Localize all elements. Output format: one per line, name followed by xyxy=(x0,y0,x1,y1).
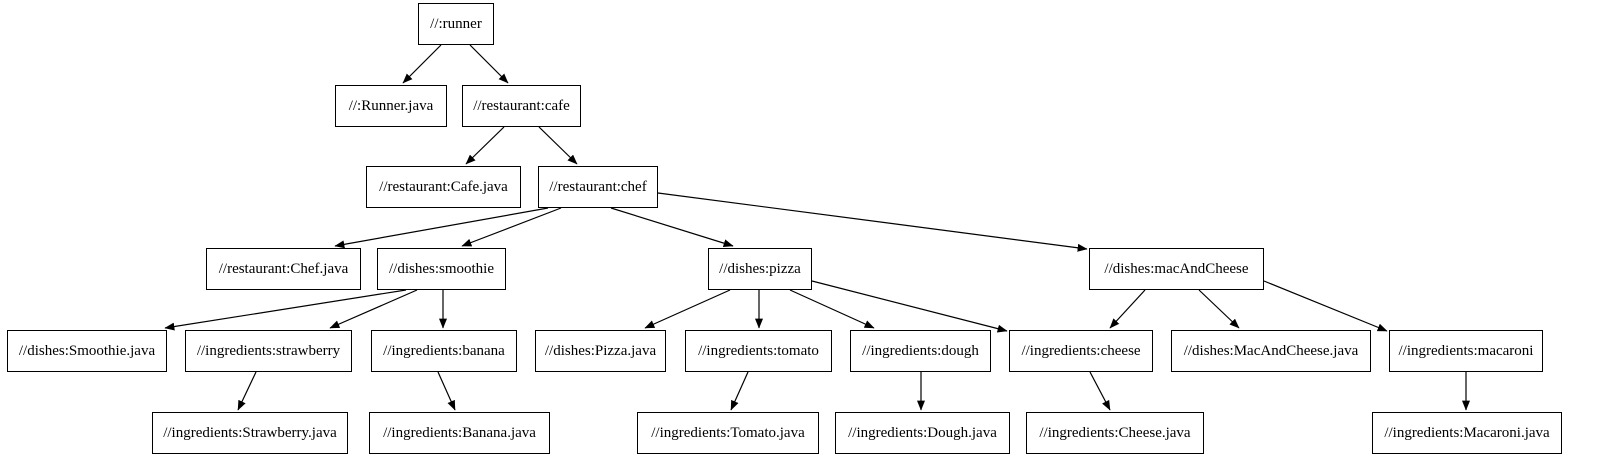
graph-edge xyxy=(730,371,749,411)
graph-node-label: //ingredients:strawberry xyxy=(196,342,341,359)
graph-edge xyxy=(657,192,1088,252)
graph-node-label: //restaurant:cafe xyxy=(473,97,570,114)
graph-edge xyxy=(461,207,562,247)
graph-node-ing_banana_java[interactable]: //ingredients:Banana.java xyxy=(369,412,550,454)
graph-node-ing_banana[interactable]: //ingredients:banana xyxy=(371,330,517,372)
graph-node-ing_macaroni_java[interactable]: //ingredients:Macaroni.java xyxy=(1372,412,1562,454)
graph-node-dishes_pizza_java[interactable]: //dishes:Pizza.java xyxy=(535,330,666,372)
graph-node-dishes_smoothie_java[interactable]: //dishes:Smoothie.java xyxy=(7,330,167,372)
graph-edge xyxy=(1089,371,1111,411)
graph-node-label: //:Runner.java xyxy=(348,97,434,114)
graph-node-label: //dishes:Pizza.java xyxy=(544,342,657,359)
graph-edge xyxy=(644,289,731,329)
graph-node-ing_cheese[interactable]: //ingredients:cheese xyxy=(1009,330,1153,372)
graph-node-label: //dishes:macAndCheese xyxy=(1104,260,1249,277)
graph-edge xyxy=(437,371,456,411)
graph-node-ing_cheese_java[interactable]: //ingredients:Cheese.java xyxy=(1026,412,1204,454)
graph-node-label: //ingredients:Macaroni.java xyxy=(1384,424,1550,441)
graph-node-dishes_macandcheese[interactable]: //dishes:macAndCheese xyxy=(1089,248,1264,290)
graph-node-dishes_macandcheese_java[interactable]: //dishes:MacAndCheese.java xyxy=(1171,330,1371,372)
graph-node-label: //:runner xyxy=(430,15,482,32)
graph-node-label: //ingredients:Tomato.java xyxy=(651,424,805,441)
graph-node-dishes_pizza[interactable]: //dishes:pizza xyxy=(708,248,812,290)
graph-node-restaurant_chef_java[interactable]: //restaurant:Chef.java xyxy=(206,248,361,290)
graph-node-restaurant_cafe_java[interactable]: //restaurant:Cafe.java xyxy=(366,166,521,208)
graph-edge xyxy=(610,207,734,248)
graph-node-label: //ingredients:Banana.java xyxy=(383,424,536,441)
graph-edge xyxy=(164,289,407,331)
graph-edge xyxy=(538,126,578,165)
graph-node-ing_macaroni[interactable]: //ingredients:macaroni xyxy=(1389,330,1543,372)
graph-node-ing_dough[interactable]: //ingredients:dough xyxy=(850,330,991,372)
graph-node-label: //dishes:Smoothie.java xyxy=(18,342,156,359)
graph-edge xyxy=(789,289,875,329)
graph-node-label: //restaurant:Chef.java xyxy=(218,260,349,277)
graph-edge xyxy=(1263,280,1388,332)
graph-edge xyxy=(1198,289,1240,329)
graph-node-runner_java[interactable]: //:Runner.java xyxy=(335,85,447,127)
graph-node-restaurant_cafe[interactable]: //restaurant:cafe xyxy=(462,85,581,127)
graph-node-label: //ingredients:cheese xyxy=(1021,342,1141,359)
graph-node-label: //dishes:pizza xyxy=(719,260,801,277)
graph-node-label: //ingredients:Strawberry.java xyxy=(163,424,337,441)
graph-node-ing_dough_java[interactable]: //ingredients:Dough.java xyxy=(835,412,1010,454)
graph-node-ing_tomato[interactable]: //ingredients:tomato xyxy=(685,330,832,372)
graph-edge xyxy=(402,44,442,84)
graph-node-ing_strawberry[interactable]: //ingredients:strawberry xyxy=(185,330,352,372)
graph-edge xyxy=(329,289,418,329)
graph-node-ing_strawberry_java[interactable]: //ingredients:Strawberry.java xyxy=(152,412,348,454)
graph-edge xyxy=(469,44,509,84)
graph-node-restaurant_chef[interactable]: //restaurant:chef xyxy=(538,166,658,208)
graph-node-runner[interactable]: //:runner xyxy=(418,3,494,45)
graph-node-label: //ingredients:tomato xyxy=(698,342,819,359)
graph-node-label: //ingredients:dough xyxy=(862,342,979,359)
graph-node-label: //restaurant:chef xyxy=(549,178,647,195)
graph-edge xyxy=(334,207,549,249)
graph-node-label: //restaurant:Cafe.java xyxy=(379,178,508,195)
graph-node-label: //ingredients:banana xyxy=(383,342,505,359)
graph-node-label: //dishes:MacAndCheese.java xyxy=(1183,342,1359,359)
graph-node-ing_tomato_java[interactable]: //ingredients:Tomato.java xyxy=(637,412,819,454)
graph-node-label: //ingredients:Dough.java xyxy=(848,424,997,441)
graph-node-label: //dishes:smoothie xyxy=(389,260,494,277)
graph-node-label: //ingredients:Cheese.java xyxy=(1039,424,1191,441)
graph-node-dishes_smoothie[interactable]: //dishes:smoothie xyxy=(377,248,506,290)
graph-edge xyxy=(237,371,257,411)
graph-node-label: //ingredients:macaroni xyxy=(1398,342,1534,359)
graph-edge xyxy=(811,280,1008,333)
graph-edge xyxy=(465,126,505,165)
graph-edge xyxy=(1109,289,1146,329)
